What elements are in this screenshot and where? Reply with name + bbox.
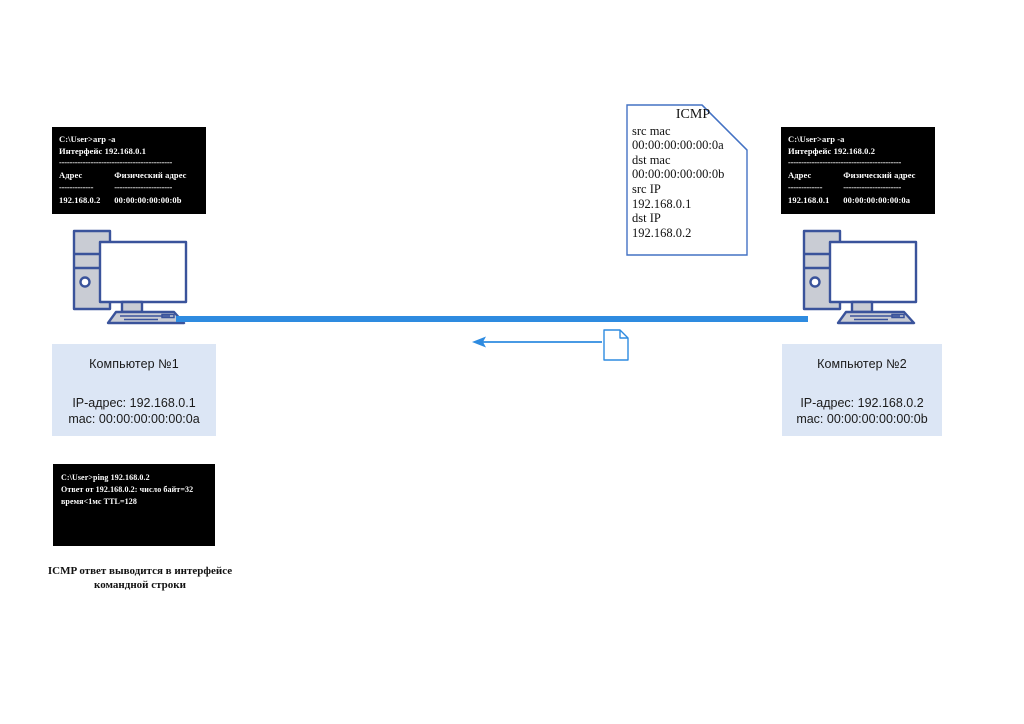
host-info-box-right: Компьютер №2 IP-адрес: 192.168.0.2 mac: … [782, 344, 942, 436]
terminal-underline-a: ------------- [59, 182, 94, 191]
icmp-field-label-src-ip: src IP [632, 181, 661, 196]
document-icon [603, 329, 629, 361]
icmp-field-label-dst-mac: dst mac [632, 152, 671, 167]
terminal-separator-full: ----------------------------------------… [59, 157, 173, 167]
host-mac-label: mac: 00:00:00:00:00:0a [68, 412, 200, 426]
computer-icon-right [796, 228, 926, 328]
terminal-underline-b: ---------------------- [114, 182, 173, 191]
terminal-header-row: Адрес Физический адрес [788, 170, 929, 182]
terminal-cell-physical: 00:00:00:00:00:0a [843, 194, 911, 205]
icmp-packet-title: ICMP [675, 107, 711, 122]
terminal-window-right-arp: C:\User>arp -a Интерфейс 192.168.0.2 ---… [781, 127, 935, 214]
ping-stats-line: время<1мс TTL=128 [61, 497, 137, 506]
terminal-col-physical-header: Физический адрес [843, 170, 916, 180]
host-ip-label: IP-адрес: 192.168.0.1 [72, 396, 196, 410]
desktop-computer-icon [802, 229, 918, 325]
terminal-separator-full: ----------------------------------------… [788, 157, 902, 167]
terminal-col-address-header: Адрес [788, 170, 812, 180]
terminal-header-row: Адрес Физический адрес [59, 170, 200, 182]
terminal-data-row: 192.168.0.1 00:00:00:00:00:0a [788, 195, 929, 207]
terminal-underline-a: ------------- [788, 182, 823, 191]
icmp-reply-arrow [472, 334, 602, 350]
host-info-box-left: Компьютер №1 IP-адрес: 192.168.0.1 mac: … [52, 344, 216, 436]
terminal-window-ping: C:\User>ping 192.168.0.2 Ответ от 192.16… [53, 464, 215, 546]
network-link-line [176, 310, 808, 322]
computer-icon-left [66, 228, 196, 328]
terminal-prompt-line: C:\User>arp -a [788, 134, 845, 144]
packet-document-icon [603, 329, 629, 361]
icmp-document-shape [626, 104, 748, 256]
icmp-packet-document: ICMP src mac 00:00:00:00:00:0a dst mac 0… [626, 104, 748, 256]
terminal-data-row: 192.168.0.2 00:00:00:00:00:0b [59, 195, 200, 207]
ping-prompt-line: C:\User>ping 192.168.0.2 [61, 473, 150, 482]
terminal-underline-b: ---------------------- [843, 182, 902, 191]
icmp-field-label-dst-ip: dst IP [632, 211, 661, 226]
terminal-cell-address: 192.168.0.2 [59, 194, 101, 205]
ping-reply-line: Ответ от 192.168.0.2: число байт=32 [61, 485, 194, 494]
icmp-field-value-dst-ip: 192.168.0.2 [632, 225, 692, 240]
icmp-field-value-src-mac: 00:00:00:00:00:0a [632, 138, 724, 153]
terminal-interface-line: Интерфейс 192.168.0.1 [59, 145, 147, 156]
terminal-col-address-header: Адрес [59, 170, 83, 180]
desktop-computer-icon [72, 229, 188, 325]
terminal-col-physical-header: Физический адрес [114, 170, 187, 180]
terminal-header-underline: ------------- ---------------------- [59, 183, 200, 191]
icmp-field-value-src-ip: 192.168.0.1 [632, 196, 692, 211]
terminal-interface-line: Интерфейс 192.168.0.2 [788, 145, 876, 156]
terminal-header-underline: ------------- ---------------------- [788, 183, 929, 191]
icmp-field-label-src-mac: src mac [632, 123, 671, 138]
host-details: IP-адрес: 192.168.0.1 mac: 00:00:00:00:0… [52, 395, 216, 427]
host-mac-label: mac: 00:00:00:00:00:0b [796, 412, 928, 426]
host-name-label: Компьютер №2 [817, 357, 907, 371]
terminal-cell-physical: 00:00:00:00:00:0b [114, 194, 182, 205]
icmp-caption-text: ICMP ответ выводится в интерфейсе команд… [47, 565, 233, 591]
host-details: IP-адрес: 192.168.0.2 mac: 00:00:00:00:0… [782, 395, 942, 427]
arrow-left-icon [472, 336, 602, 348]
icmp-packet-fields: ICMP src mac 00:00:00:00:00:0a dst mac 0… [626, 104, 748, 240]
terminal-cell-address: 192.168.0.1 [788, 194, 830, 205]
host-ip-label: IP-адрес: 192.168.0.2 [800, 396, 924, 410]
terminal-prompt-line: C:\User>arp -a [59, 134, 116, 144]
icmp-field-value-dst-mac: 00:00:00:00:00:0b [632, 167, 725, 182]
terminal-window-left-arp: C:\User>arp -a Интерфейс 192.168.0.1 ---… [52, 127, 206, 214]
host-name-label: Компьютер №1 [89, 357, 179, 371]
link-line-shape [176, 316, 808, 322]
